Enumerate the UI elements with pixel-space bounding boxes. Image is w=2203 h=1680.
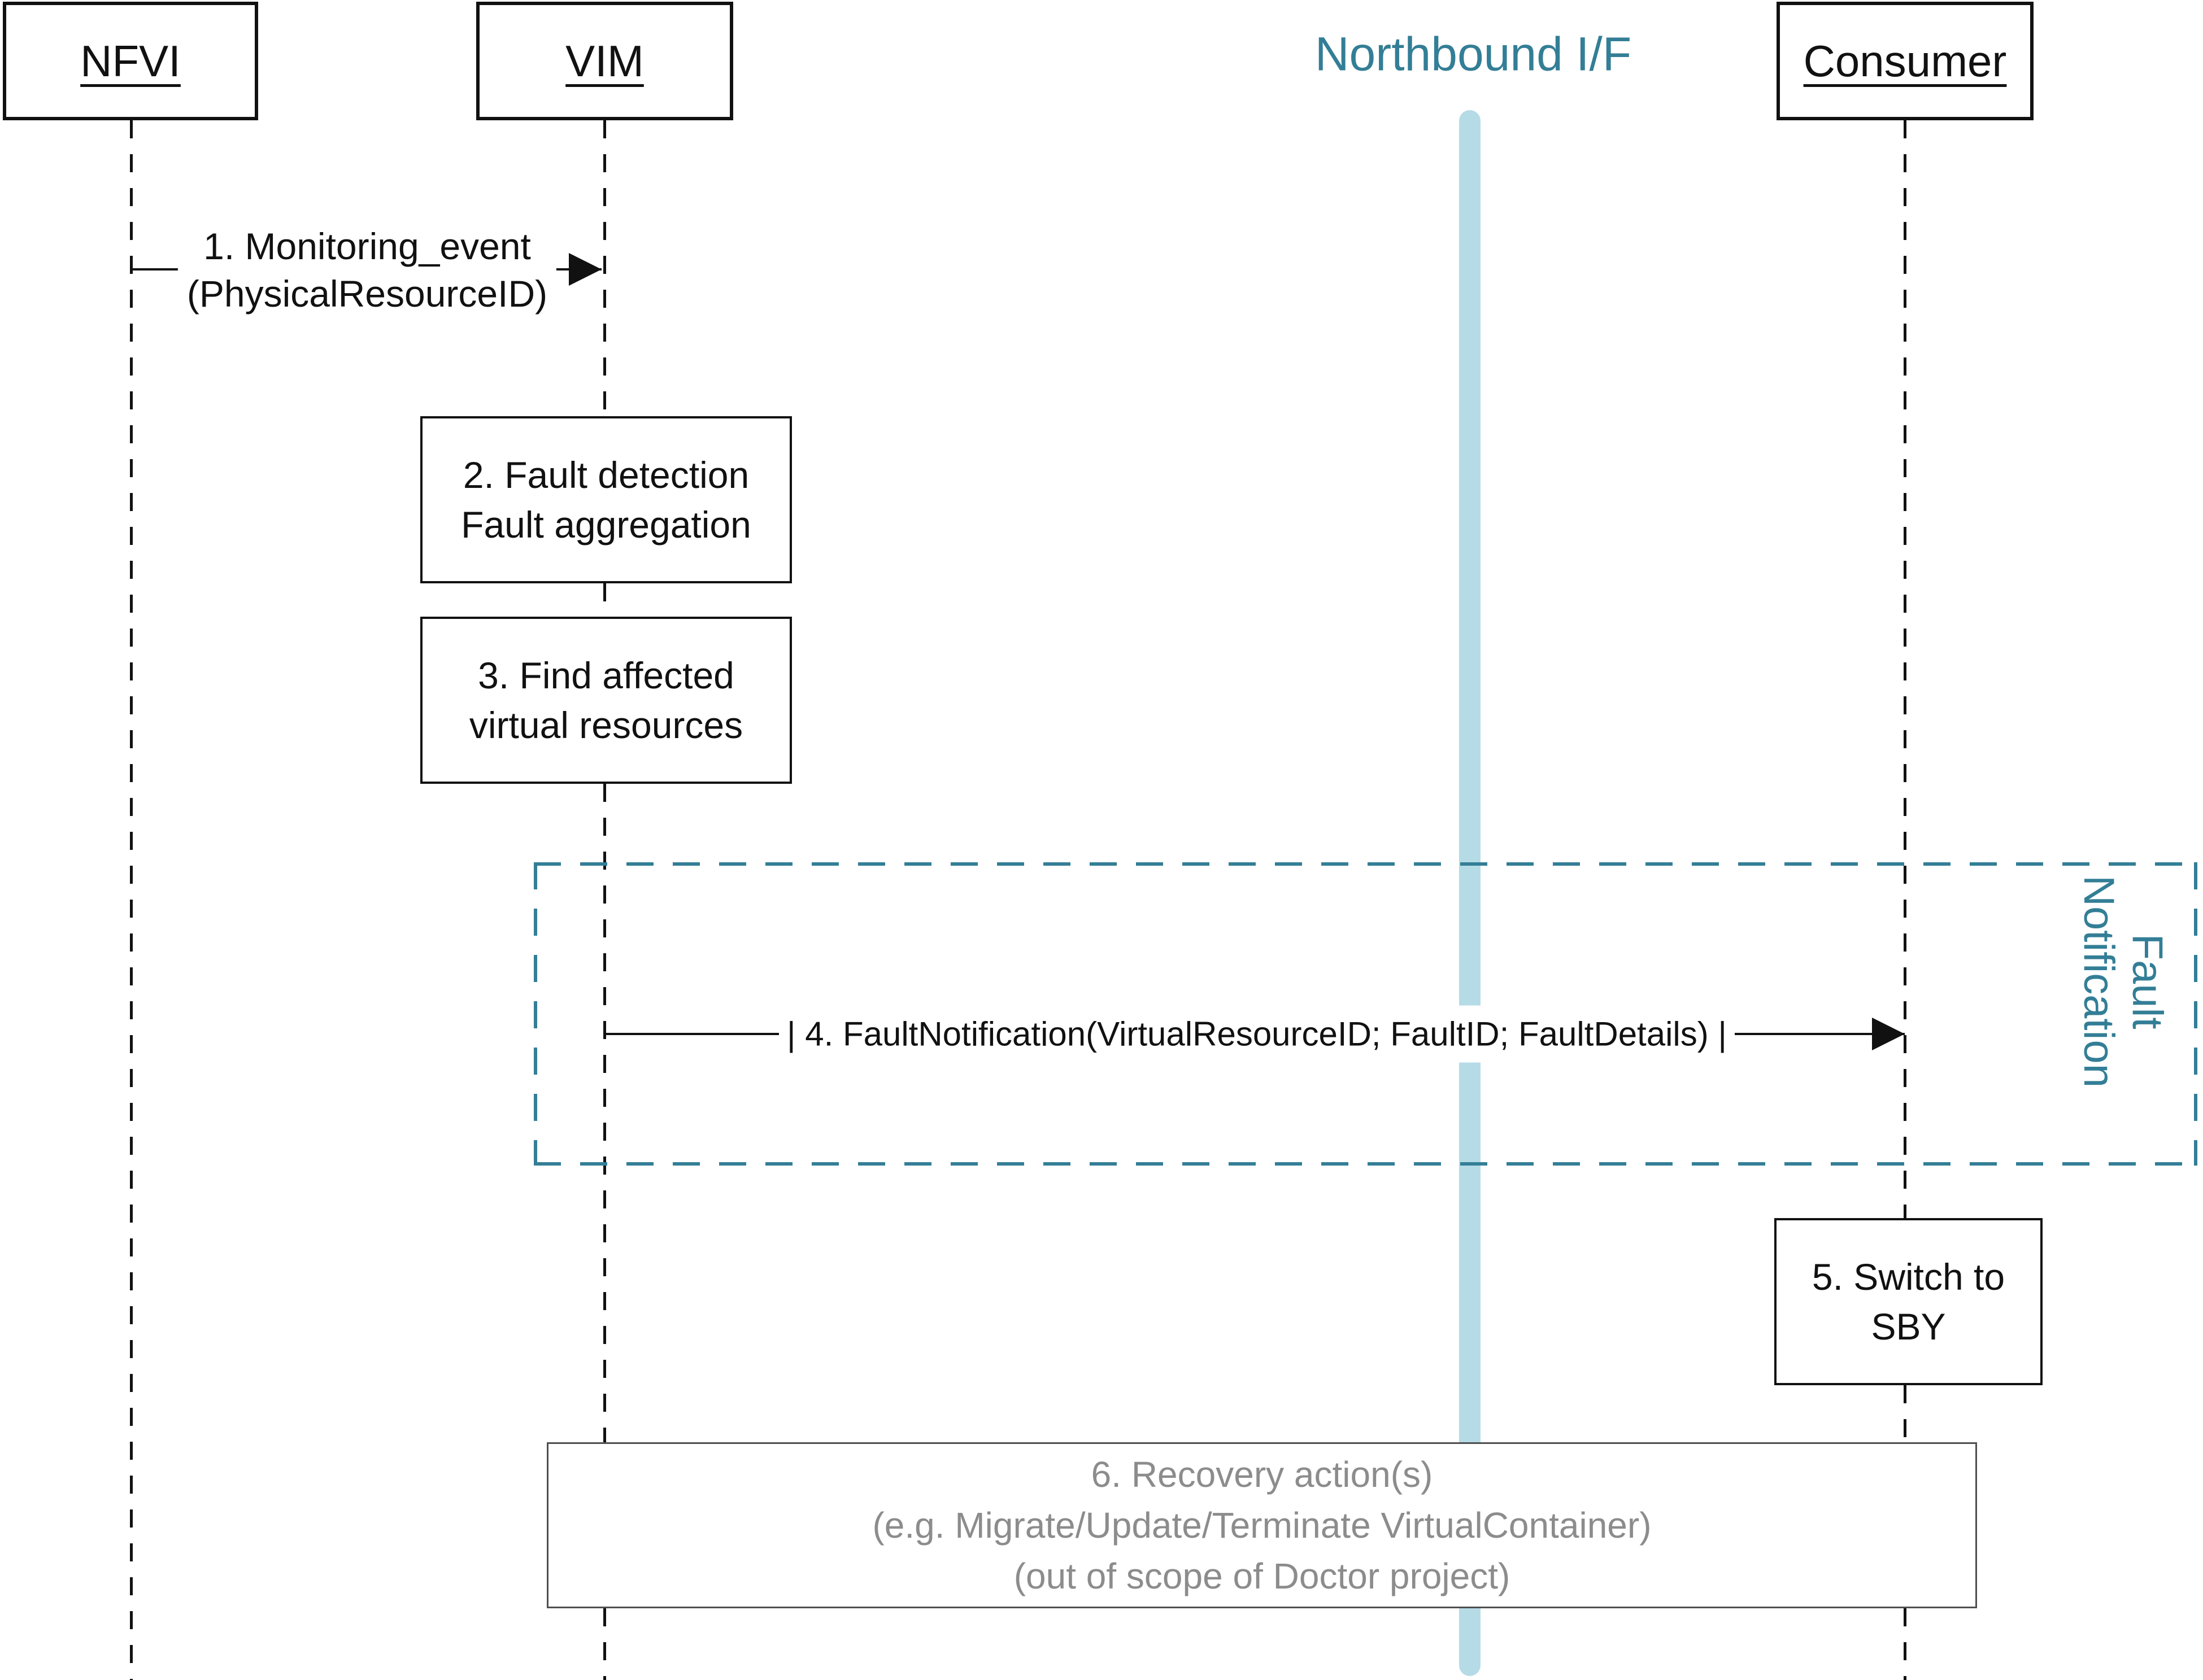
actor-label-vim: VIM [565,36,644,86]
message-1-arrowhead-icon [569,253,602,286]
activity-box-5-line2: SBY [1871,1306,1946,1347]
consumer-lifeline-segment [1904,120,1906,1218]
fault-frame-label-line2: Notification [2075,875,2123,1088]
activity-box-find-affected: 3. Find affected virtual resources [420,617,792,784]
vim-lifeline-segment [603,583,606,617]
recovery-box-line2: (e.g. Migrate/Update/Terminate VirtualCo… [872,1505,1652,1546]
actor-box-vim: VIM [476,2,733,120]
consumer-lifeline-segment [1904,1385,1906,1442]
vim-lifeline-segment [603,784,606,1442]
activity-box-3-line1: 3. Find affected [478,654,734,696]
northbound-title: Northbound I/F [1314,27,1632,81]
northbound-interface-bar [1459,110,1481,1442]
fault-frame-border-left [534,862,537,1166]
northbound-interface-bar-bottom [1459,1608,1481,1676]
message-1-label: 1. Monitoring_event (PhysicalResourceID) [177,219,557,321]
activity-box-switch-to-sby: 5. Switch to SBY [1774,1218,2043,1385]
message-1-label-line1: 1. Monitoring_event [203,225,531,267]
activity-box-2-line2: Fault aggregation [461,504,751,546]
vim-lifeline-segment [603,120,606,416]
message-1-label-line2: (PhysicalResourceID) [186,273,548,315]
message-4-arrowhead-icon [1872,1018,1905,1050]
fault-frame-border-right [2194,862,2197,1166]
recovery-action-box: 6. Recovery action(s) (e.g. Migrate/Upda… [547,1442,1977,1608]
recovery-box-line3: (out of scope of Doctor project) [1013,1556,1510,1596]
actor-label-nfvi: NFVI [80,36,181,86]
activity-box-2-line1: 2. Fault detection [463,454,750,496]
vim-lifeline-segment [603,1608,606,1680]
fault-frame-border-bottom [534,1162,2197,1166]
nfvi-lifeline [130,120,133,1680]
activity-box-fault-detection: 2. Fault detection Fault aggregation [420,416,792,583]
message-4-label: | 4. FaultNotification(VirtualResourceID… [778,1005,1735,1063]
recovery-box-line1: 6. Recovery action(s) [1091,1454,1433,1495]
actor-box-consumer: Consumer [1777,2,2034,120]
fault-frame-border-top [534,862,2197,866]
activity-box-5-line1: 5. Switch to [1812,1256,2005,1298]
actor-label-consumer: Consumer [1803,36,2007,86]
fault-frame-label: Fault Notification [2074,875,2171,1088]
activity-box-3-line2: virtual resources [469,704,743,746]
consumer-lifeline-segment [1904,1608,1906,1680]
fault-frame-label-line1: Fault [2123,933,2171,1029]
actor-box-nfvi: NFVI [3,2,258,120]
